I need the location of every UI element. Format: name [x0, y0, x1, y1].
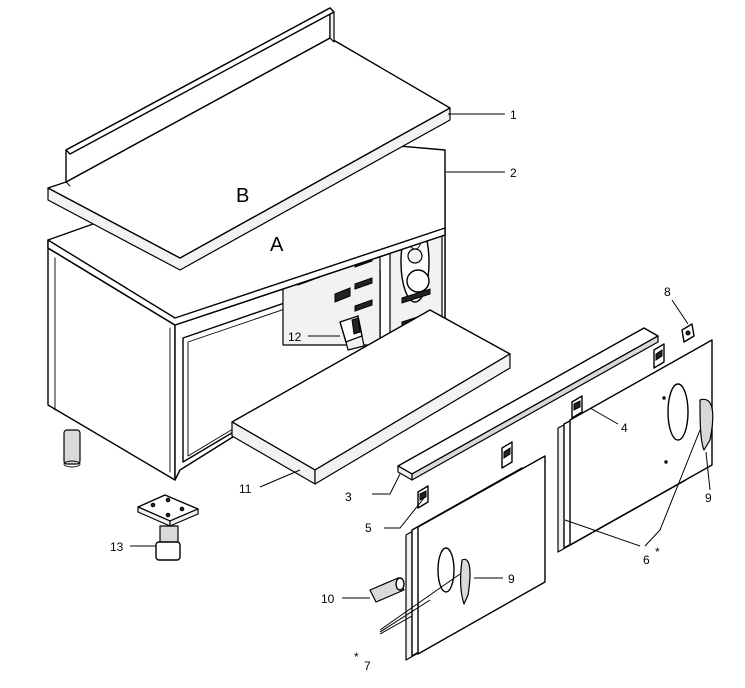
- handle-insert-10: [369, 577, 405, 603]
- hinge-part-8: [681, 323, 695, 343]
- callout-7-star: *: [354, 650, 359, 664]
- hinge-part-5: [417, 485, 429, 509]
- callout-11: 11: [239, 482, 252, 496]
- hinge-part-4: [571, 395, 583, 419]
- rail-part-3: [397, 327, 659, 481]
- slide-shelf: [231, 309, 511, 485]
- callout-9-right: 9: [705, 491, 712, 505]
- callout-3: 3: [345, 490, 352, 504]
- adjustable-foot-13: [137, 494, 199, 561]
- callout-7: 7: [364, 659, 371, 673]
- right-door: [557, 339, 714, 553]
- callout-8: 8: [664, 285, 671, 299]
- callout-12: 12: [288, 330, 302, 344]
- worktop-b: [47, 7, 451, 271]
- left-door: [405, 455, 546, 661]
- callout-2: 2: [510, 166, 517, 180]
- leader-lines: [130, 113, 711, 635]
- cabinet-legs: [63, 429, 81, 468]
- hinge-upper-left-door: [501, 441, 513, 469]
- callout-4: 4: [621, 421, 628, 435]
- label-B: B: [236, 185, 249, 207]
- hinge-part-12: [339, 315, 365, 351]
- label-A: A: [270, 234, 284, 256]
- callout-10: 10: [321, 592, 335, 606]
- callout-6-star: *: [655, 545, 660, 559]
- callout-6: 6: [643, 553, 650, 567]
- callout-9-left: 9: [508, 572, 515, 586]
- callout-13: 13: [110, 540, 124, 554]
- callout-1: 1: [510, 108, 517, 122]
- callout-5: 5: [365, 521, 372, 535]
